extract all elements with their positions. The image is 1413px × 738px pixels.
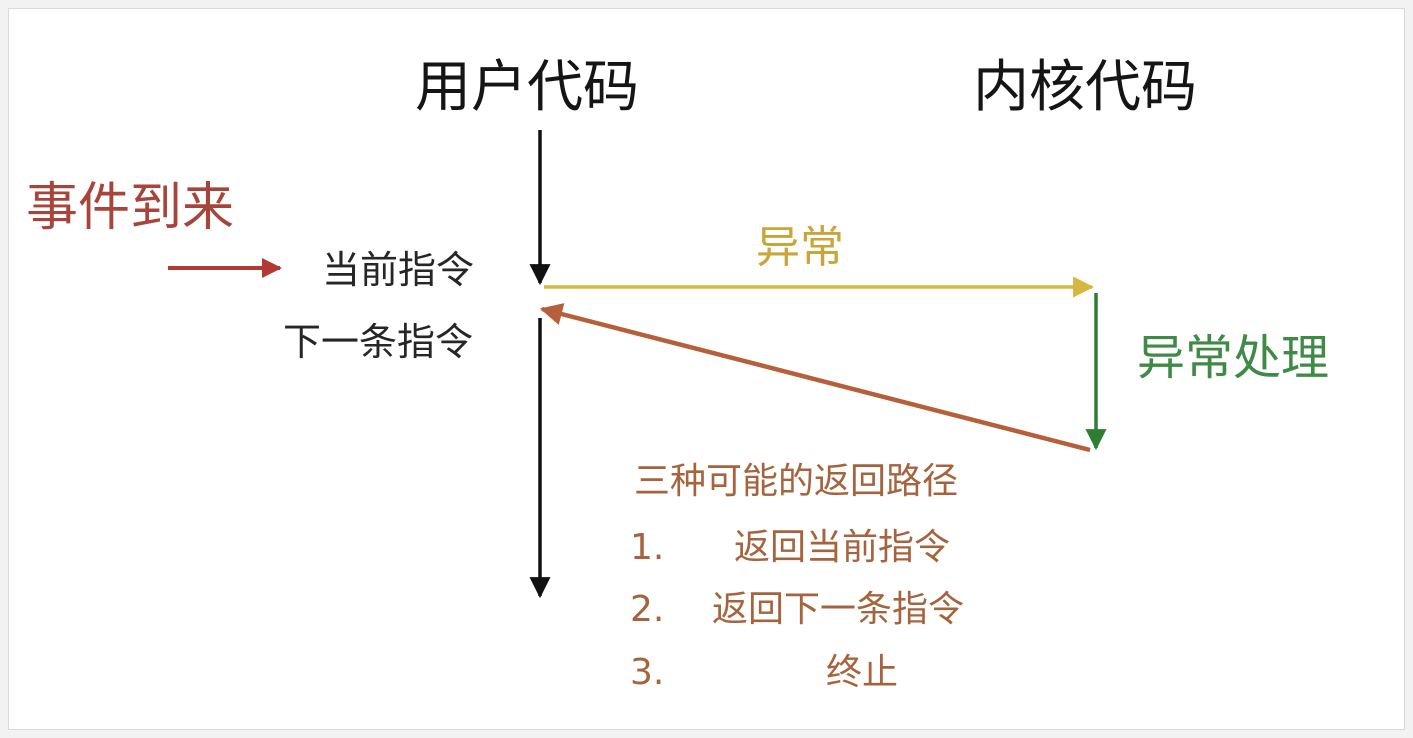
event-label: 事件到来 [26, 178, 235, 238]
return-path-number: 2. [630, 589, 665, 630]
return-arrow [539, 303, 1091, 453]
return-path-text: 终止 [826, 652, 899, 693]
return-path-text: 返回下一条指令 [712, 589, 965, 630]
exception-handling-label: 异常处理 [1137, 330, 1330, 386]
return-path-number: 3. [630, 652, 665, 693]
exception-label: 异常 [756, 222, 844, 273]
return-path-number: 1. [630, 527, 665, 568]
diagram-canvas [8, 8, 1405, 730]
return-path-text: 返回当前指令 [734, 527, 951, 568]
return-paths-title: 三种可能的返回路径 [634, 461, 959, 502]
kernel-code-header: 内核代码 [973, 55, 1197, 120]
current-instruction-label: 当前指令 [322, 248, 475, 292]
next-instruction-label: 下一条指令 [283, 320, 474, 364]
user-code-header: 用户代码 [415, 55, 639, 120]
